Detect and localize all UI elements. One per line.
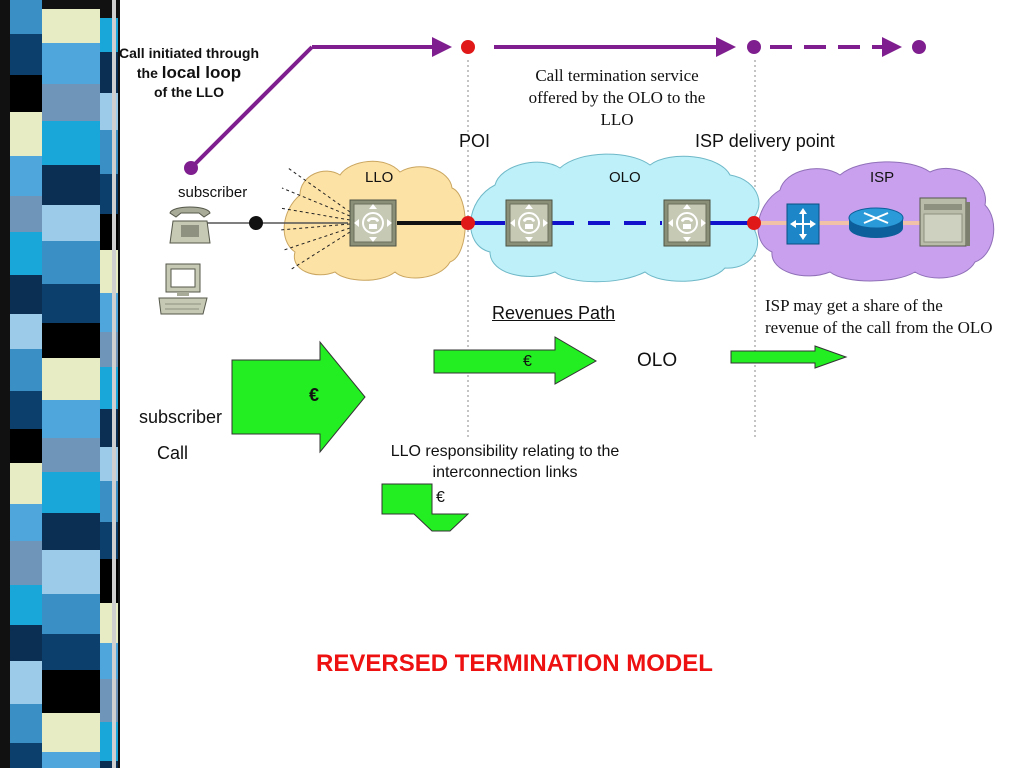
euro-symbol-big: € [309,385,320,405]
stripe-band [10,112,42,156]
stripe-band [10,196,42,232]
subscriber-top-label: subscriber [178,184,248,201]
call-termination-text: Call termination service offered by the … [528,66,706,129]
stripe-band [10,661,42,704]
stripe-band [42,165,100,205]
olo-switch-icon-1 [505,199,553,247]
isp-delivery-label: ISP delivery point [695,131,835,151]
stripe-band [10,585,42,625]
olo-cloud [470,153,760,283]
call-path [184,37,926,175]
stripe-band [10,625,42,661]
stripe-band [42,323,100,358]
stripe-band [10,463,42,504]
isp-cloud-label: ISP [870,169,895,186]
stripe-band [10,429,42,463]
local-loop-fan [279,167,351,271]
stripe-band [42,670,100,713]
isp-delivery-point [747,216,761,230]
interconnection-cost-arrow [381,483,470,532]
stripe-band [42,472,100,513]
euro-symbol-revenue: € [523,353,532,370]
stripe-band [42,84,100,121]
stripe-band [10,275,42,314]
call-big-arrow [231,340,366,454]
llo-switch-icon [349,199,397,247]
isp-delivery-point-top [747,40,761,54]
stripe-band [10,349,42,391]
server-icon [919,197,970,247]
stripe-band [10,391,42,429]
atm-switch-icon [786,203,820,245]
slide-title: REVERSED TERMINATION MODEL [316,650,713,677]
olo-switch-icon-2 [663,199,711,247]
revenue-arrow [433,336,598,385]
call-label: Call [157,443,189,463]
stripe-band [42,713,100,752]
stripe-band [42,634,100,670]
subscriber-bottom-label: subscriber [139,407,223,427]
stripe-band [42,550,100,594]
call-start-point [184,161,198,175]
poi-label: POI [459,131,491,151]
call-initiated-text: Call initiated through the local loop of… [119,45,259,100]
poi-point-top [461,40,475,54]
stripe-band [100,761,118,768]
revenues-path-label: Revenues Path [492,303,616,323]
stripe-band [42,9,100,43]
olo-cloud-label: OLO [609,169,641,186]
stripe-band [42,358,100,400]
computer-icon [158,263,208,315]
olo-label: OLO [637,350,678,371]
stripe-band [10,743,42,768]
euro-symbol-interconnection: € [436,489,445,506]
call-end-point [912,40,926,54]
subscriber-connection-dot [249,216,263,230]
stripe-band [42,513,100,550]
poi-point [461,216,475,230]
stripe-band [42,43,100,84]
stripe-band [10,0,42,34]
isp-share-arrow [730,345,848,369]
stripe-band [42,594,100,634]
stripe-band [10,541,42,585]
stripe-band [42,205,100,241]
llo-responsibility-text: LLO responsibility relating to the inter… [390,443,620,481]
stripe-band [42,241,100,284]
stripe-band [10,232,42,275]
isp-share-text: ISP may get a share of the revenue of th… [765,296,993,337]
stripe-band [10,75,42,112]
telephone-icon [169,206,211,244]
stripe-band [10,156,42,196]
stripe-band [42,284,100,323]
stripe-band [42,752,100,768]
stripe-band [10,34,42,75]
decorative-stripe [0,0,120,768]
stripe-band [42,400,100,438]
stripe-band [42,438,100,472]
stripe-band [10,704,42,743]
stripe-band [10,314,42,349]
llo-cloud-label: LLO [365,169,394,186]
stripe-band [42,121,100,165]
stripe-band [10,504,42,541]
router-icon [848,207,904,238]
